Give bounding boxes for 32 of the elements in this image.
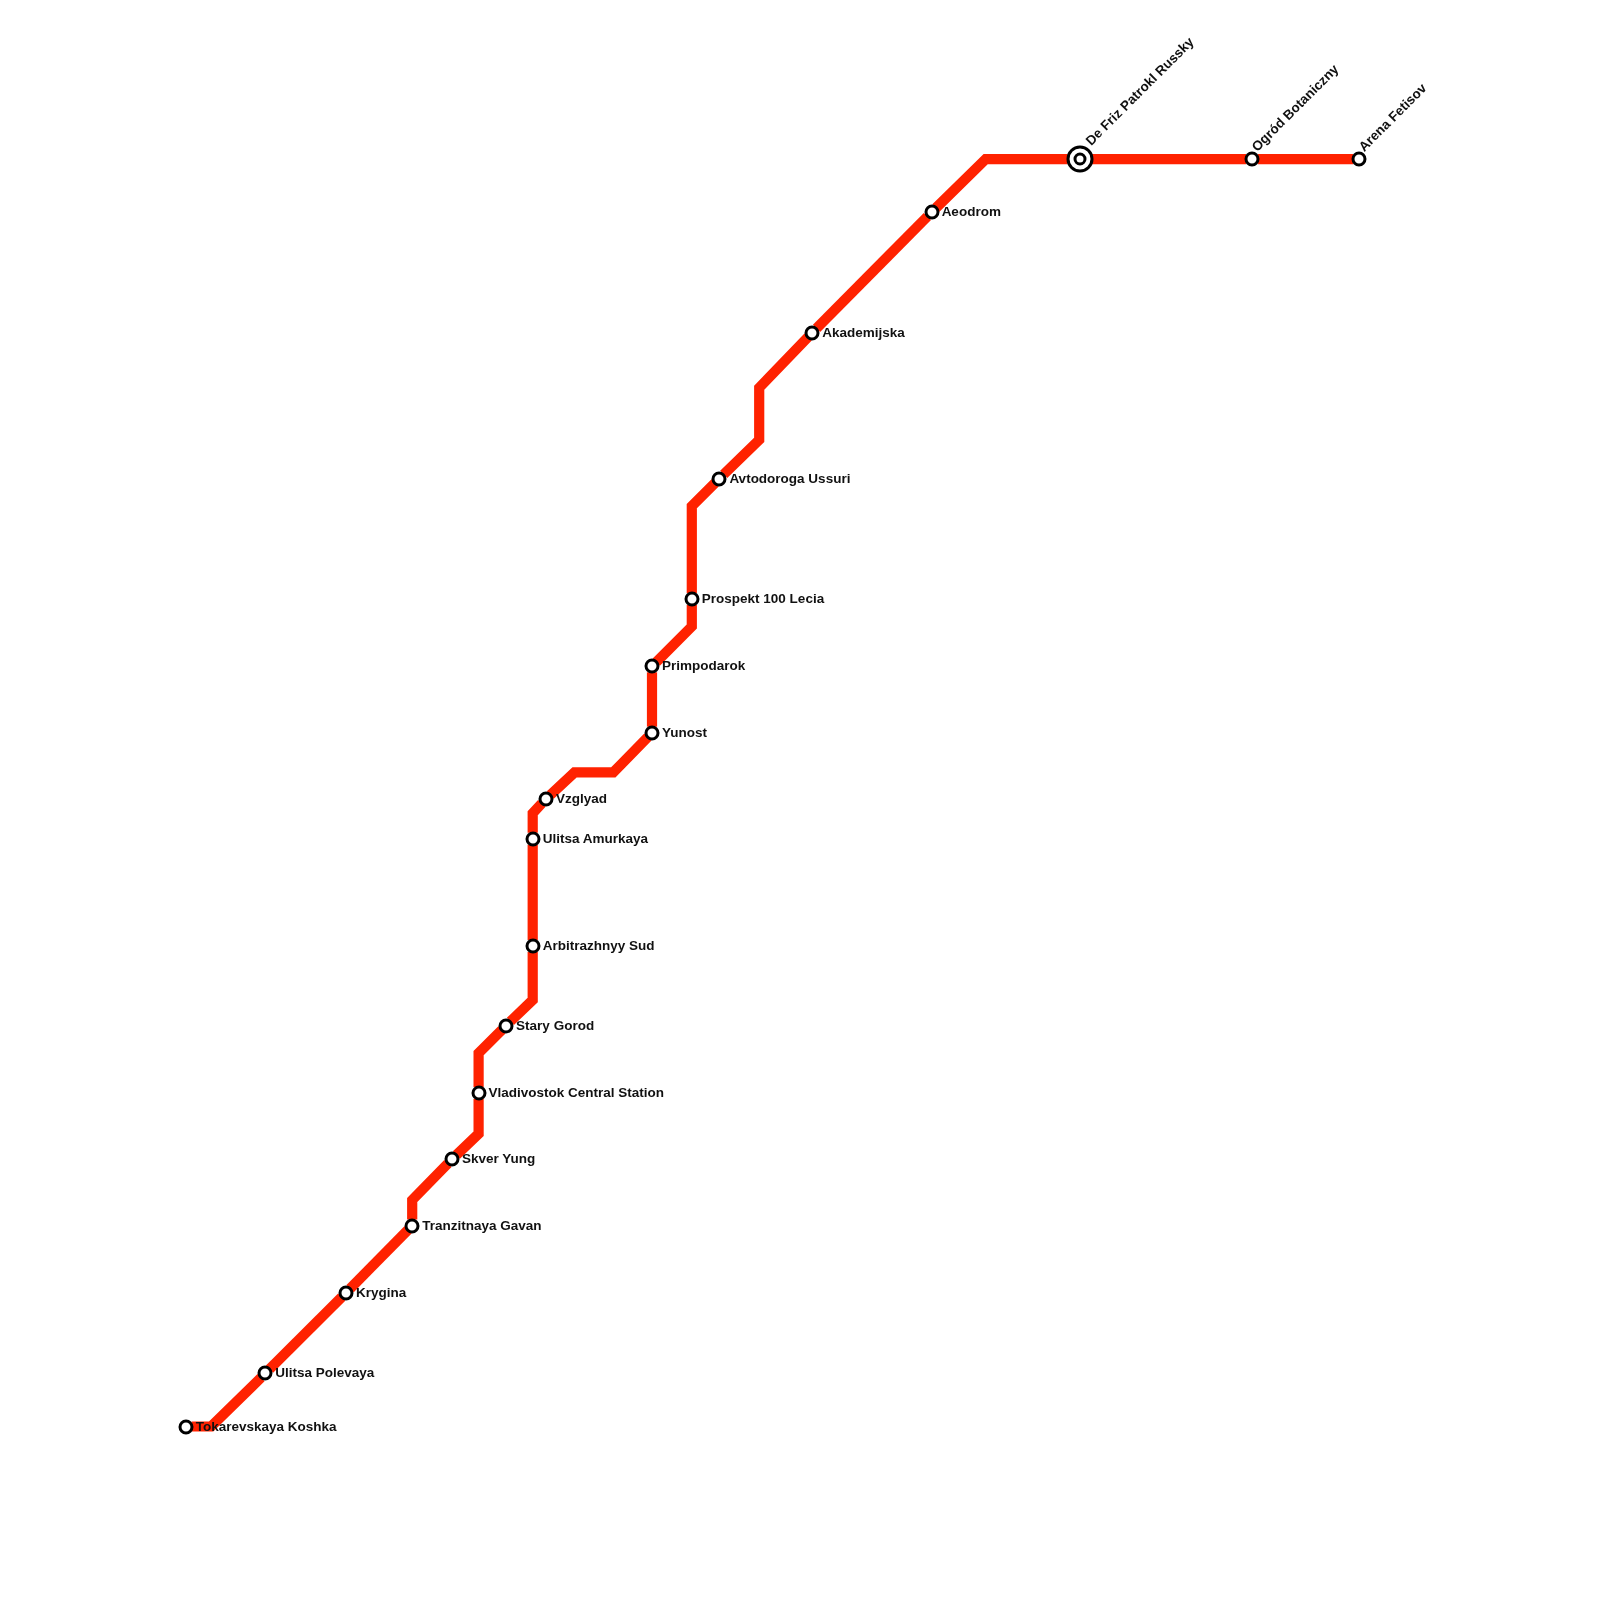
station-label: Krygina — [355, 1284, 407, 1301]
metro-line-segment — [546, 733, 652, 799]
station-label: Tranzitnaya Gavan — [422, 1217, 542, 1234]
metro-line-segment — [1258, 154, 1354, 165]
metro-line-segment — [720, 333, 812, 479]
metro-line-segment — [686, 479, 719, 593]
station-label: Avtodoroga Ussuri — [729, 470, 851, 487]
station-label: Vladivostok Central Station — [488, 1084, 665, 1101]
metro-line-segment — [1091, 154, 1246, 165]
metro-line-segment — [473, 1026, 506, 1087]
station-label: Ulitsa Polevaya — [275, 1365, 375, 1382]
station-label: Ulitsa Amurkaya — [542, 830, 648, 847]
station-label: Akademijska — [822, 324, 905, 341]
station-label: Skver Yung — [462, 1151, 536, 1168]
station-label: Yunost — [662, 724, 708, 741]
metro-line-segment — [527, 799, 546, 833]
metro-line-segment — [652, 605, 697, 666]
station-label: Stary Gorod — [516, 1017, 595, 1034]
station-label: Aeodrom — [941, 204, 1001, 221]
metro-line-segment — [812, 212, 932, 332]
metro-line-segment — [932, 154, 1068, 212]
metro-line-segment — [346, 1226, 412, 1293]
station-label: Prospekt 100 Lecia — [701, 590, 825, 607]
metro-line-segment — [452, 1098, 484, 1159]
metro-line-segment — [527, 844, 538, 940]
station-label: Arbitrazhnyy Sud — [542, 937, 655, 954]
station-label: Vzglyad — [555, 790, 607, 807]
metro-line-segment — [265, 1293, 346, 1373]
metro-line-segment — [407, 1159, 452, 1220]
metro-line-segment — [506, 951, 538, 1026]
metro-line-segment — [646, 672, 658, 727]
station-label: Primpodarok — [662, 658, 746, 675]
